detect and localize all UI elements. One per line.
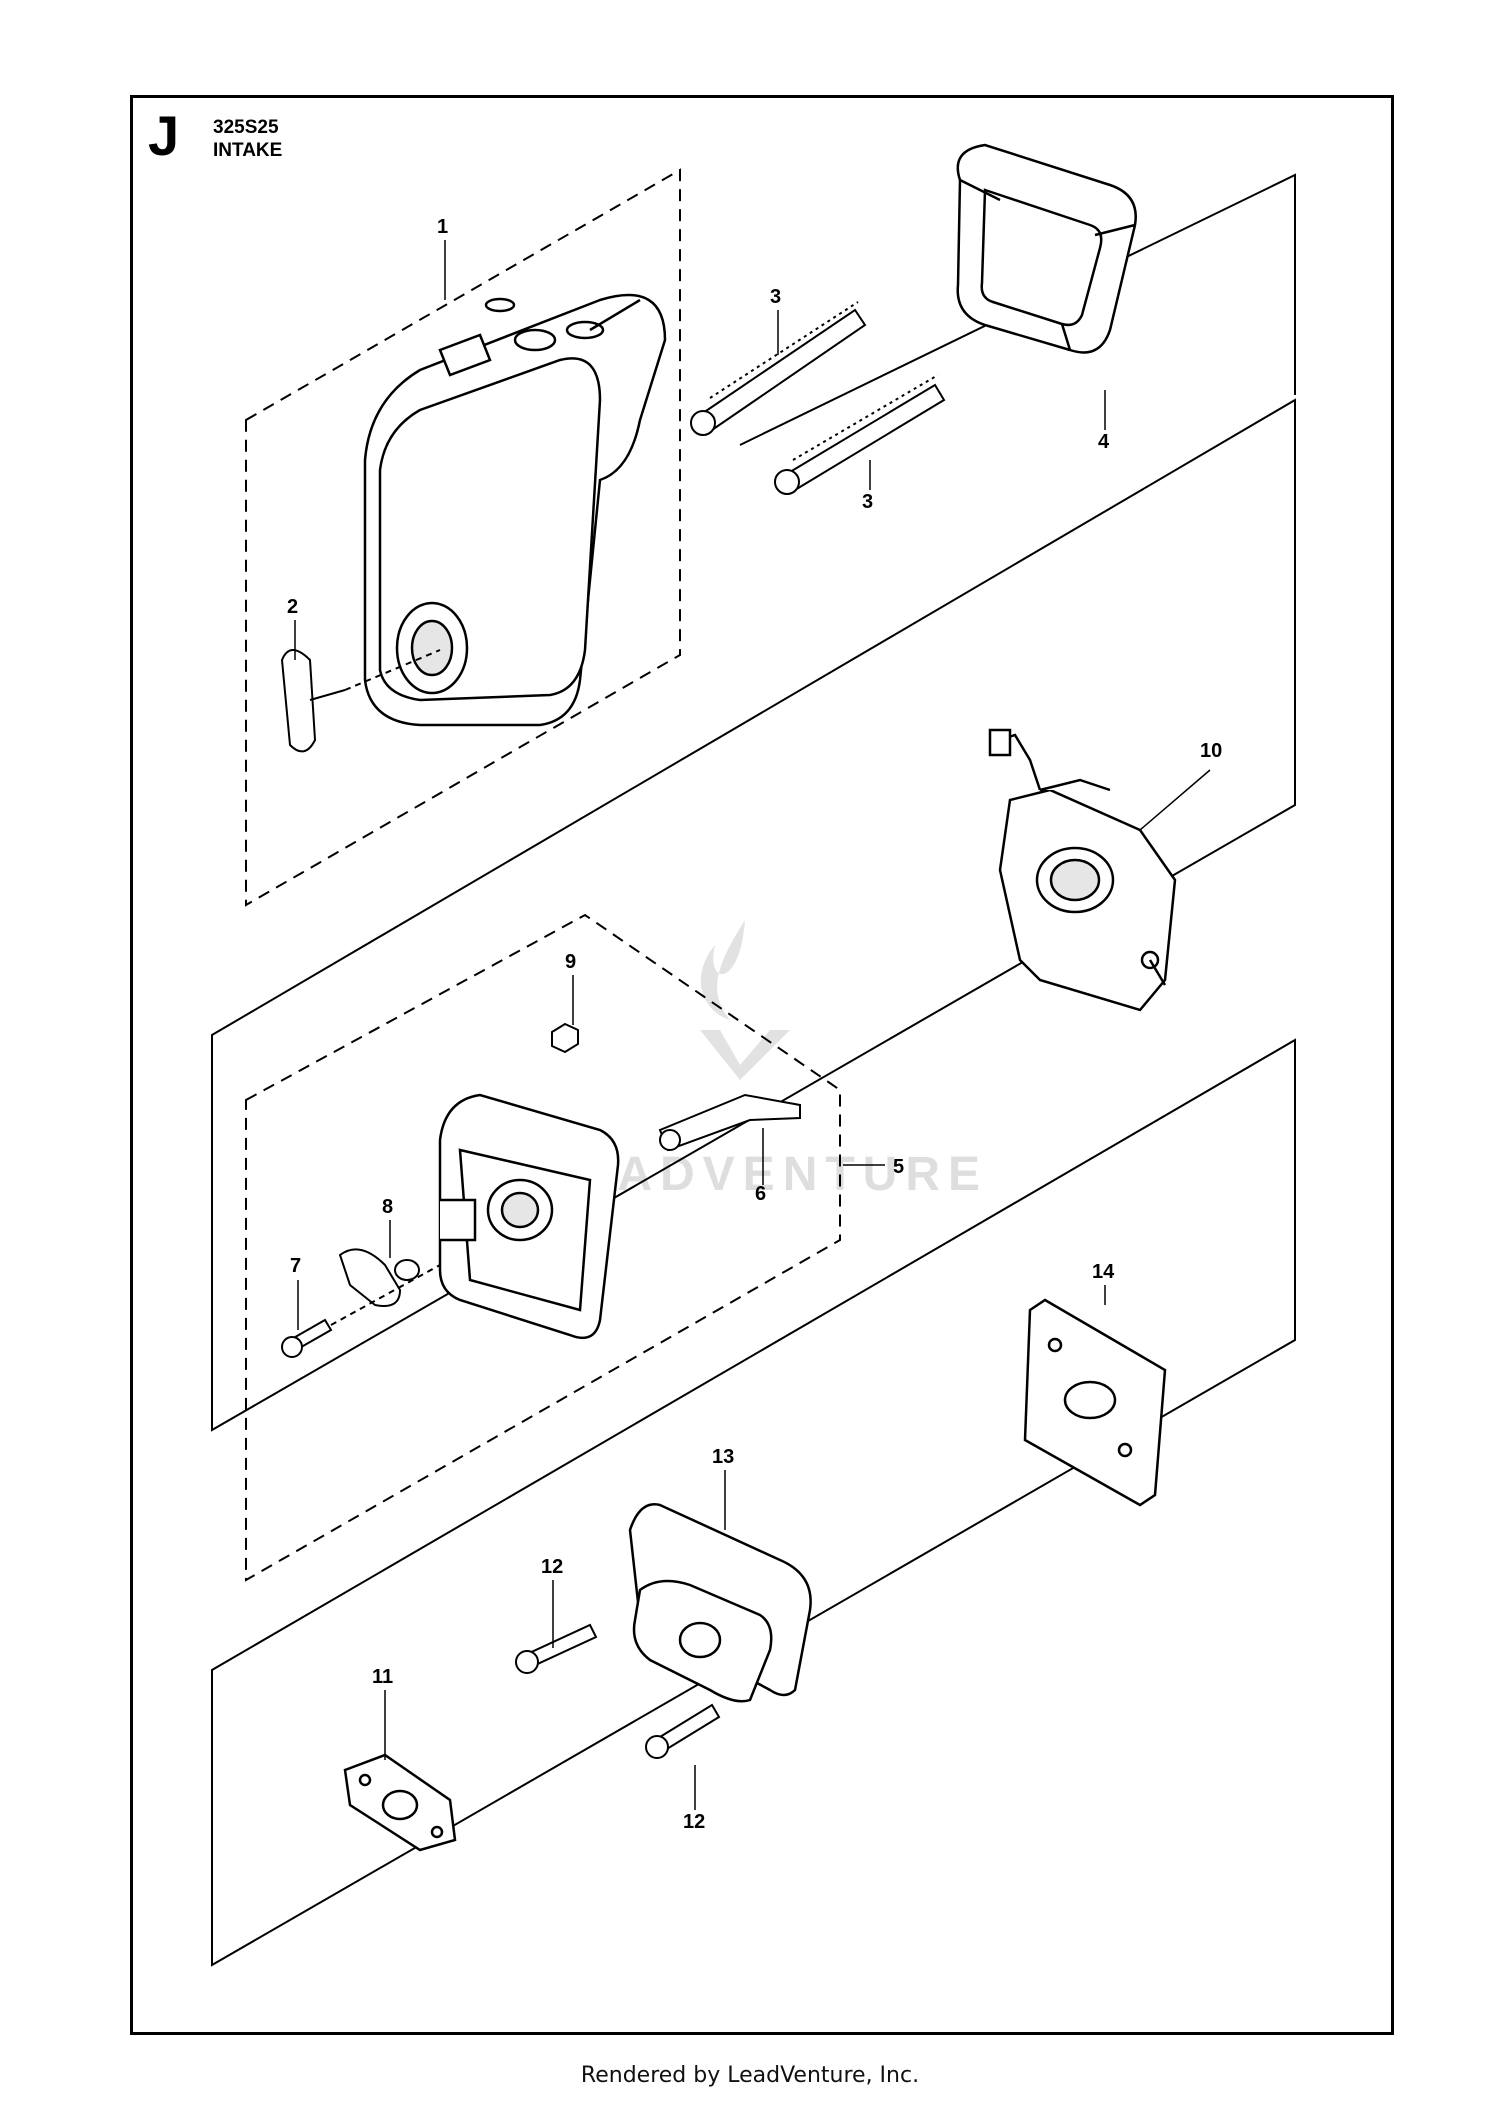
- gasket-small: [343, 1753, 457, 1852]
- callout-8: 8: [382, 1196, 393, 1218]
- screw-manifold-1: [515, 1623, 598, 1674]
- dashed-group-cover: [245, 168, 681, 907]
- carburetor-holder: [438, 1093, 620, 1340]
- gasket-large: [1023, 1298, 1167, 1507]
- callout-5: 5: [893, 1156, 904, 1178]
- section-title: INTAKE: [213, 140, 283, 161]
- callout-13: 13: [712, 1446, 734, 1468]
- callout-numbers: 1 2 3 3 4 5 6 7 8 9 10 11 12 12 13 14: [287, 216, 1222, 1833]
- panel-filter: [739, 173, 1296, 446]
- callout-11: 11: [372, 1666, 393, 1688]
- intake-manifold: [628, 1503, 812, 1703]
- callout-7: 7: [290, 1255, 301, 1277]
- section-letter: J: [148, 104, 180, 167]
- air-filter: [956, 143, 1137, 354]
- screw-manifold-2: [645, 1703, 721, 1759]
- model-code: 325S25: [213, 117, 279, 138]
- screw-short: [281, 1264, 441, 1358]
- footer-credit: Rendered by LeadVenture, Inc.: [580, 2063, 920, 2088]
- flame-logo-icon: [700, 920, 790, 1080]
- callout-2: 2: [287, 596, 298, 618]
- choke-lever: [658, 1093, 801, 1152]
- callout-12-top: 12: [541, 1556, 563, 1578]
- callout-6: 6: [755, 1183, 766, 1205]
- screw-long-1: [690, 301, 867, 436]
- callout-14: 14: [1092, 1261, 1115, 1283]
- screw-long-2: [774, 374, 946, 495]
- panel-carburetor: [211, 398, 1296, 1432]
- dashed-group-holder: [245, 913, 841, 1582]
- callout-3-top: 3: [770, 286, 781, 308]
- callout-4: 4: [1098, 431, 1110, 453]
- plate: [338, 1248, 420, 1307]
- callout-3-bottom: 3: [862, 491, 873, 513]
- callout-9: 9: [565, 951, 576, 973]
- leader-lines: [294, 240, 1211, 1810]
- filter-cover: [363, 293, 667, 727]
- callout-10: 10: [1200, 740, 1222, 762]
- callout-12-bottom: 12: [683, 1811, 705, 1833]
- carburetor: [988, 728, 1177, 1012]
- drawing-frame: [130, 95, 1394, 2035]
- nut: [551, 1022, 579, 1054]
- panel-manifold: [211, 1038, 1296, 1967]
- cover-knob: [280, 649, 441, 753]
- callout-1: 1: [437, 216, 448, 238]
